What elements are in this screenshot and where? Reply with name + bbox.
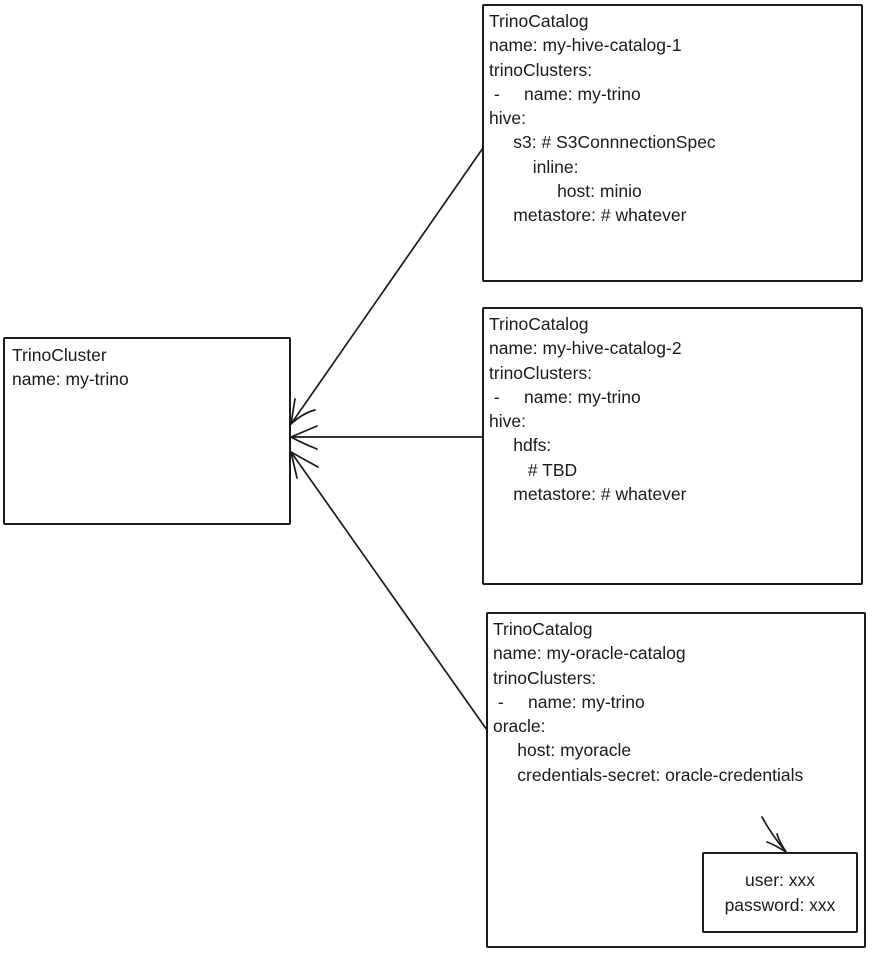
trino-cluster-text: TrinoCluster name: my-trino <box>12 345 129 390</box>
credentials-secret-box: user: xxx password: xxx <box>702 852 858 933</box>
trino-catalog-box-hive-1: TrinoCatalog name: my-hive-catalog-1 tri… <box>482 4 863 282</box>
trino-catalog-hive-2-text: TrinoCatalog name: my-hive-catalog-2 tri… <box>489 314 687 505</box>
arrowhead-catalog3-icon <box>290 451 319 479</box>
credentials-secret-text: user: xxx password: xxx <box>724 870 836 915</box>
trino-catalog-box-hive-2: TrinoCatalog name: my-hive-catalog-2 tri… <box>482 307 863 585</box>
trino-catalog-oracle-text: TrinoCatalog name: my-oracle-catalog tri… <box>493 619 804 785</box>
connector-line-catalog3-to-cluster <box>290 451 488 731</box>
arrowhead-catalog2-icon <box>290 425 318 450</box>
connector-line-catalog1-to-cluster <box>290 147 484 425</box>
trino-catalog-hive-1-text: TrinoCatalog name: my-hive-catalog-1 tri… <box>489 11 716 226</box>
trino-cluster-box: TrinoCluster name: my-trino <box>3 337 291 525</box>
arrowhead-catalog1-icon <box>290 398 316 425</box>
